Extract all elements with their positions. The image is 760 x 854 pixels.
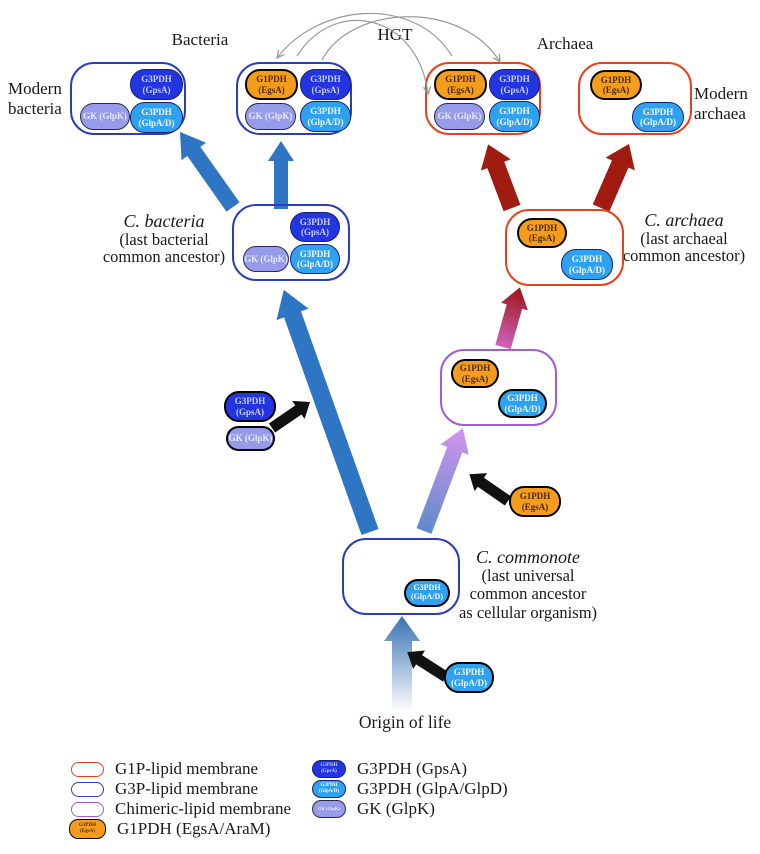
pill-gk-glpk: GK (GlpK) [434,103,485,130]
c-bacteria-sub2: common ancestor) [102,247,226,266]
pill-g1pdh-egsa: G1PDH(EgsA) [245,69,298,100]
gk-glpk-legend-swatch: GK (GlpK) [312,800,346,818]
pill-g3pdh-glpad: G3PDH(GlpA/D) [632,102,684,132]
bacteria-hgt-cell: G1PDH(EgsA) G3PDH(GpsA) GK (GlpK) G3PDH(… [236,62,352,135]
pill-g1pdh-egsa: G1PDH(EgsA) [590,70,642,100]
pill-gk-glpk: GK (GlpK) [243,246,289,272]
pill-g1pdh-egsa: G1PDH(EgsA) [434,69,487,100]
modern-archaea-cell: G1PDH(EgsA) G3PDH(GlpA/D) [578,62,692,135]
arrow-chimeric-to-carchaea [495,287,528,350]
c-commonote-cell: G3PDH(GlpA/D) [342,538,460,615]
hgt-arc-egsa-to-bacteria [276,12,453,60]
c-archaea-sub2: common ancestor) [622,246,746,265]
origin-of-life-label: Origin of life [358,712,452,732]
legend-g3pdh-gpsa: G3PDH(GpsA) G3PDH (GpsA) [312,759,467,779]
bacteria-heading: Bacteria [171,30,229,49]
legend-chimeric-membrane: Chimeric-lipid membrane [71,799,291,819]
c-commonote-sub3: as cellular organism) [458,602,598,622]
chimeric-cell: G1PDH(EgsA) G3PDH(GlpA/D) [440,349,557,426]
pill-g3pdh-gpsa: G3PDH(GpsA) [300,69,351,100]
c-commonote-name: C. commonote [476,547,580,567]
hgt-label: HGT [377,25,413,44]
pill-g3pdh-glpad: G3PDH(GlpA/D) [130,102,183,133]
free-pill-g3pdh-glpad: G3PDH(GlpA/D) [444,662,494,693]
pill-g3pdh-gpsa: G3PDH(GpsA) [290,212,340,242]
c-bacteria-label: C. bacteria (last bacterial common ances… [70,211,258,266]
pill-g3pdh-glpad: G3PDH(GlpA/D) [561,249,613,280]
modern-archaea-label: Modern archaea [694,84,748,123]
modern-bacteria-cell: G3PDH(GpsA) GK (GlpK) G3PDH(GlpA/D) [70,62,186,135]
arrow-carchaea-to-hgt-archaea [480,144,521,212]
arrow-cbacteria-to-modern-bacteria [179,131,240,212]
c-archaea-sub1: (last archaeal [640,228,728,248]
c-archaea-label: C. archaea (last archaeal common ancesto… [598,210,760,265]
legend-g1p-membrane: G1P-lipid membrane [71,759,258,779]
legend-g3p-membrane: G3P-lipid membrane [71,779,258,799]
g1pdh-legend-swatch: G1PDH(EgsA) [69,819,106,839]
arrow-commonote-to-chimeric [416,428,469,534]
c-archaea-cell: G1PDH(EgsA) G3PDH(GlpA/D) [505,209,624,286]
legend-gk-glpk: GK (GlpK) GK (GlpK) [312,799,435,819]
pill-g1pdh-egsa: G1PDH(EgsA) [451,359,499,388]
c-bacteria-sub1: (last bacterial [119,229,209,249]
c-bacteria-cell: G3PDH(GpsA) GK (GlpK) G3PDH(GlpA/D) [232,204,350,281]
arrow-cbacteria-to-hgt-bacteria [268,141,294,209]
free-pill-gk-glpk: GK (GlpK) [226,426,275,451]
pill-g3pdh-gpsa: G3PDH(GpsA) [130,69,183,100]
pill-g3pdh-glpad: G3PDH(GlpA/D) [290,244,340,274]
pill-g3pdh-gpsa: G3PDH(GpsA) [489,69,540,100]
pill-g1pdh-egsa: G1PDH(EgsA) [517,218,567,248]
g3pdh-gpsa-legend-swatch: G3PDH(GpsA) [312,760,346,778]
pill-g3pdh-glpad: G3PDH(GlpA/D) [404,579,450,607]
archaea-hgt-cell: G1PDH(EgsA) G3PDH(GpsA) GK (GlpK) G3PDH(… [425,62,541,135]
g3p-membrane-swatch [71,781,104,797]
archaea-heading: Archaea [536,34,594,53]
modern-bacteria-label: Modern bacteria [8,79,62,118]
legend-g3pdh-glpad: G3PDH(GlpA/D) G3PDH (GlpA/GlpD) [312,779,508,799]
g3pdh-glpad-legend-swatch: G3PDH(GlpA/D) [312,780,346,798]
free-pill-g1pdh-egsa: G1PDH(EgsA) [509,486,561,517]
pill-gk-glpk: GK (GlpK) [245,103,296,130]
c-commonote-sub2: common ancestor [469,584,587,603]
chimeric-membrane-swatch [71,801,104,817]
pill-g3pdh-glpad: G3PDH(GlpA/D) [489,101,540,132]
arrow-gain-egsa-chimeric [469,473,512,506]
c-commonote-label: C. commonote (last universal common ance… [441,548,615,622]
free-pill-g3pdh-gpsa: G3PDH(GpsA) [224,391,276,422]
c-archaea-name: C. archaea [644,210,724,230]
arrow-origin-to-commonote [384,616,420,712]
c-commonote-sub1: (last universal [481,565,575,585]
c-bacteria-name: C. bacteria [123,211,205,231]
arrow-commonote-to-cbacteria [276,289,379,536]
arrow-carchaea-to-modern-archaea [592,143,635,212]
g1p-membrane-swatch [71,761,104,777]
legend-g1pdh: G1PDH(EgsA) G1PDH (EgsA/AraM) [69,819,270,839]
pill-g3pdh-glpad: G3PDH(GlpA/D) [300,101,351,132]
pill-gk-glpk: GK (GlpK) [80,103,130,130]
pill-g3pdh-glpad: G3PDH(GlpA/D) [498,389,547,418]
